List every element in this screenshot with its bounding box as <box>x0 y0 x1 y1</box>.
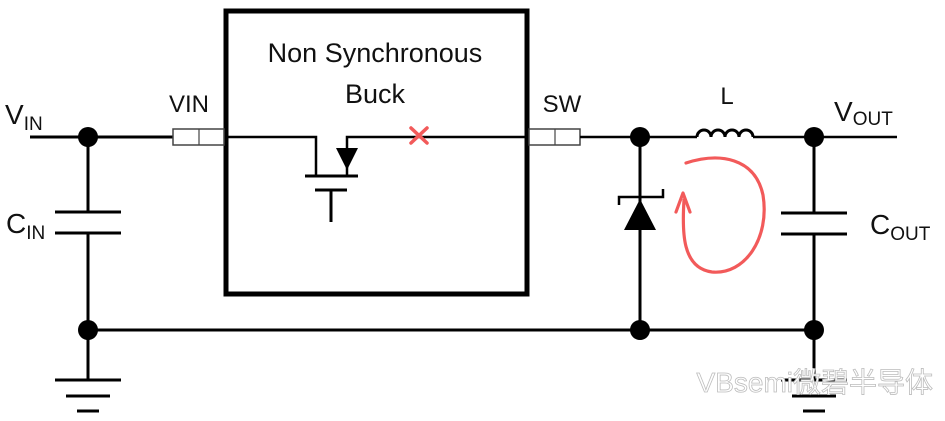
ic-title-line1: Non Synchronous <box>268 38 483 68</box>
inductor-icon <box>695 128 755 138</box>
fet-drain-wire <box>226 135 318 175</box>
vin-pin-label: VIN <box>169 91 209 118</box>
sw-pin-label: SW <box>543 91 582 118</box>
schottky-diode-icon <box>624 199 656 230</box>
ic-title-line2: Buck <box>345 79 406 109</box>
buck-ic-box <box>223 8 530 297</box>
open-marker-icon <box>409 126 429 145</box>
fet-body-diode-icon <box>336 148 358 170</box>
inductor-label: L <box>720 83 733 110</box>
gnd-node-left <box>78 320 98 340</box>
vout-label: VOUT <box>834 96 893 130</box>
cin-label: CIN <box>6 208 45 244</box>
vin-label: VIN <box>5 99 43 135</box>
ground-icon-left <box>55 378 121 413</box>
gnd-node-diode <box>630 320 650 340</box>
current-loop-arrowhead-icon <box>674 191 692 214</box>
watermark: VBsemi微碧半导体 <box>697 367 933 398</box>
gnd-node-right <box>804 320 824 340</box>
fet-source-wire <box>345 135 527 175</box>
current-loop-arrow <box>681 156 766 274</box>
schottky-bar <box>617 189 665 205</box>
ground-icon-right <box>781 378 847 413</box>
cout-label: COUT <box>870 209 931 245</box>
